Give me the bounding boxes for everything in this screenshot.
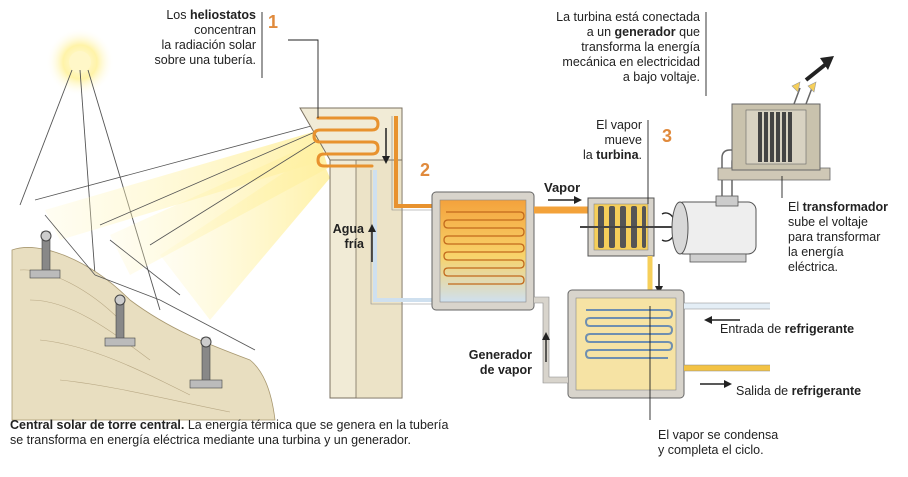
return-pipe xyxy=(534,297,568,383)
heliostat-2 xyxy=(104,294,136,347)
hillside-shading xyxy=(19,269,231,413)
right-arrow-coolant-out-head xyxy=(724,380,732,388)
heliostat-light-paths xyxy=(34,124,319,351)
steam-generator xyxy=(431,191,535,311)
turbine xyxy=(580,197,680,257)
up-arrow-return-head xyxy=(542,332,550,340)
steam-generator-label: Generador de vapor xyxy=(468,348,532,377)
coolant-out-label: Salida de refrigerante xyxy=(736,384,862,398)
output-wire xyxy=(793,87,813,105)
figure-caption: Central solar de torre central. La energ… xyxy=(10,418,449,447)
generator xyxy=(671,195,757,263)
transformer-label: El transformador sube el voltaje para tr… xyxy=(788,200,889,274)
output-sparks xyxy=(791,81,817,93)
cold-pipe xyxy=(373,170,440,302)
receiver-coil xyxy=(312,116,380,168)
reflected-beams xyxy=(45,130,330,320)
up-arrow-water-head xyxy=(368,224,376,232)
output-arrow xyxy=(804,62,828,82)
right-arrow-steam-head xyxy=(574,196,582,204)
hot-pipe xyxy=(394,116,440,208)
coolant-in-outline xyxy=(684,302,770,310)
transformer xyxy=(717,103,831,181)
output-arrow-head xyxy=(820,56,834,70)
left-arrow-coolant-in-head xyxy=(704,316,712,324)
steam-label: Vapor xyxy=(544,180,581,195)
heliostats-label: Los heliostatos concentran la radiación … xyxy=(154,8,256,67)
coolant-out-outline xyxy=(684,364,770,372)
condenser xyxy=(567,289,685,399)
return-pipe-outline xyxy=(534,296,568,384)
step-number-3: 3 xyxy=(662,126,673,146)
hot-pipe-outline xyxy=(391,116,440,211)
step-number-2: 2 xyxy=(420,160,431,180)
turbine-generator-label: La turbina está conectada a un generador… xyxy=(556,10,700,84)
coolant-in-label: Entrada de refrigerante xyxy=(720,322,855,336)
cold-pipe-outline xyxy=(370,170,440,305)
steam-turbine-label: El vapor mueve la turbina. xyxy=(582,118,642,162)
callout-lines xyxy=(261,12,783,420)
cold-water-label: Agua fría xyxy=(332,222,364,251)
heliostat-3 xyxy=(189,336,223,389)
down-arrow-receiver-head xyxy=(382,156,390,164)
sun xyxy=(46,28,114,96)
heliostat-1 xyxy=(29,230,61,279)
step-number-1: 1 xyxy=(268,12,279,32)
generator-wire xyxy=(721,149,745,196)
condense-label: El vapor se condensa y completa el ciclo… xyxy=(658,428,779,457)
